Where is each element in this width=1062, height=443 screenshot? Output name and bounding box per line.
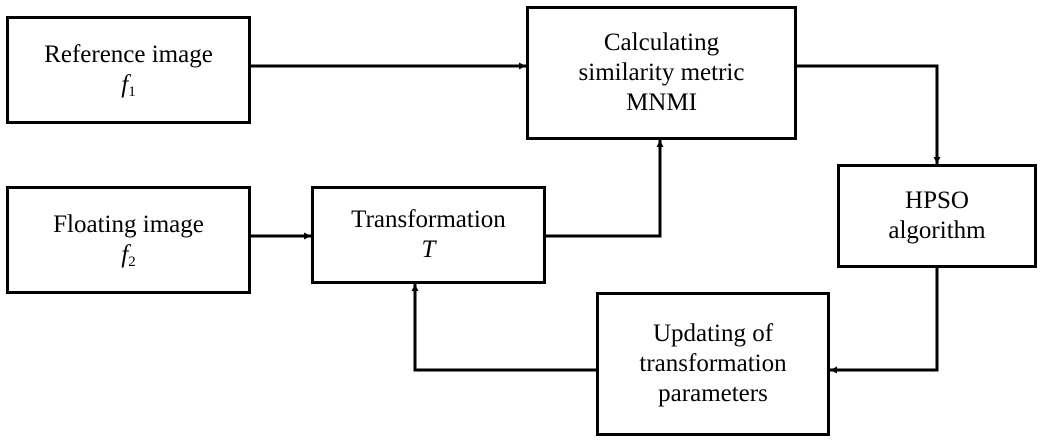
updating-parameters-box: Updating of transformation parameters [596,292,830,436]
updating-line-1: Updating of [652,320,774,347]
similarity-line-1: Calculating [603,29,720,56]
edge-hpso-to-updating [830,268,939,374]
transformation-box: Transformation T [311,186,546,284]
hpso-line-1: HPSO [905,187,969,214]
reference-image-box: Reference image f1 [6,16,251,124]
hpso-algorithm-box: HPSO algorithm [837,164,1037,268]
reference-image-label: Reference image [44,41,213,68]
edge-similarity-to-hpso [797,64,941,164]
edge-transformation-to-similarity [546,140,664,238]
floating-image-symbol: f2 [121,241,136,270]
floating-image-box: Floating image f2 [6,186,251,294]
hpso-line-2: algorithm [888,217,986,244]
transformation-symbol: T [421,236,436,263]
updating-line-3: parameters [658,380,768,407]
transformation-label: Transformation [351,206,506,233]
similarity-metric-box: Calculating similarity metric MNMI [526,6,797,140]
updating-line-2: transformation [639,350,787,377]
floating-image-label: Floating image [53,211,204,238]
reference-image-symbol: f1 [121,71,136,100]
edge-updating-to-transformation [411,284,596,372]
similarity-line-3: MNMI [626,89,697,116]
similarity-line-2: similarity metric [578,59,745,86]
